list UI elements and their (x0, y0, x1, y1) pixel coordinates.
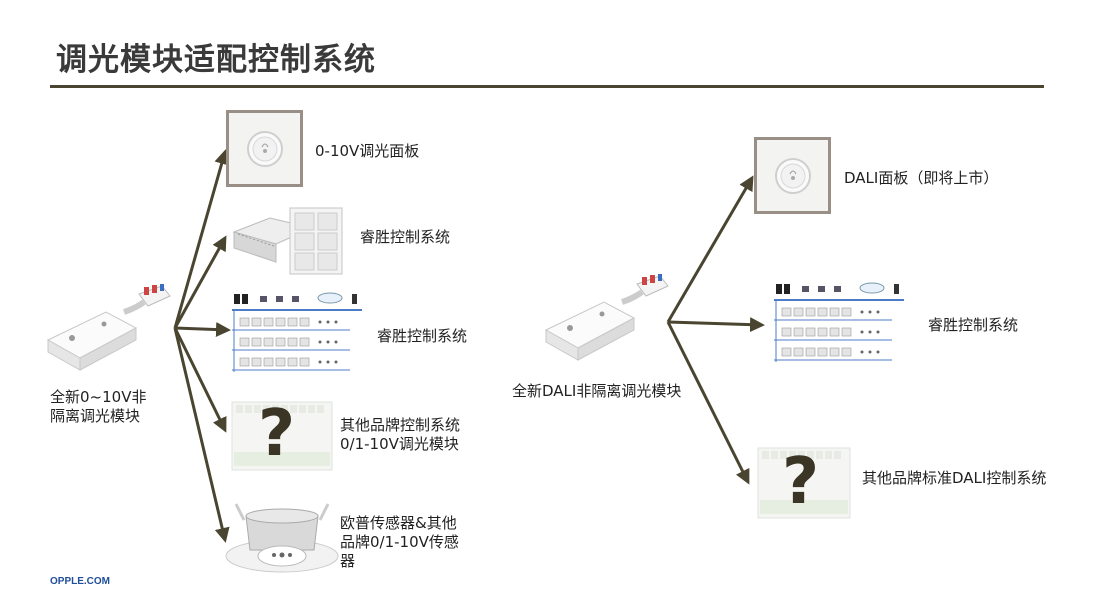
arrow-left-5 (173, 327, 230, 543)
arrow-left-4 (173, 327, 227, 433)
unknown-module-icon: ? (230, 397, 334, 472)
target-label-left-5: 欧普传感器&其他 品牌0/1-10V传感 器 (340, 514, 459, 570)
source-label-right: 全新DALI非隔离调光模块 (512, 382, 682, 400)
dali-panel-icon (754, 137, 831, 214)
arrow-left-1 (173, 149, 229, 329)
target-label-right-2: 睿胜控制系统 (928, 316, 1019, 334)
dimmer-panel-icon (226, 110, 303, 187)
network-diagram-icon (232, 292, 362, 372)
arrow-right-3 (666, 321, 750, 485)
target-label-left-2: 睿胜控制系统 (360, 228, 451, 246)
arrow-left-2 (173, 235, 227, 329)
dimming-module-image-left (46, 284, 171, 371)
arrow-right-2 (667, 317, 765, 333)
target-label-right-1: DALI面板（即将上市） (844, 169, 999, 187)
question-mark: ? (782, 445, 820, 519)
target-label-left-3: 睿胜控制系统 (377, 327, 468, 345)
target-label-left-1: 0-10V调光面板 (315, 142, 420, 160)
question-mark: ? (258, 397, 296, 471)
source-label-left: 全新0~10V非 隔离调光模块 (50, 388, 147, 425)
unknown-module-icon-right: ? (756, 445, 852, 520)
target-label-left-4: 其他品牌控制系统 0/1-10V调光模块 (340, 416, 461, 453)
arrow-right-1 (666, 175, 754, 323)
ceiling-sensor-icon (225, 503, 339, 573)
control-system-device-icon (232, 207, 343, 275)
network-diagram-icon-right (774, 282, 904, 362)
footer-brand: OPPLE.COM (50, 576, 111, 587)
page-title: 调光模块适配控制系统 (56, 42, 376, 78)
title-divider (50, 85, 1044, 88)
dimming-module-image-right (544, 274, 669, 361)
target-label-right-3: 其他品牌标准DALI控制系统 (862, 469, 1047, 487)
arrow-left-3 (174, 322, 231, 338)
